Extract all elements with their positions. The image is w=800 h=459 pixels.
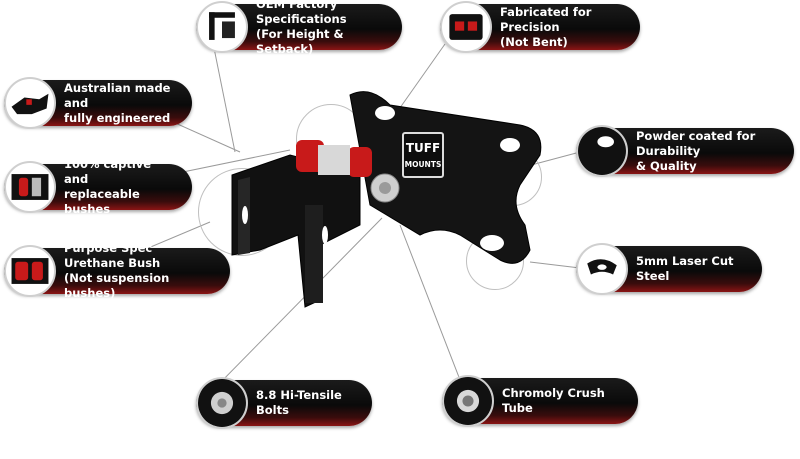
- urethane-bush-icon: [4, 245, 56, 297]
- feature-captive-label: 100% captive and replaceable bushes: [64, 157, 152, 216]
- feature-australian: Australian made and fully engineered: [4, 77, 192, 129]
- feature-oem-label: OEM Factory Specifications (For Height &…: [256, 0, 347, 56]
- bracket-corner-icon: [196, 1, 248, 53]
- feature-bolts: 8.8 Hi-Tensile Bolts: [196, 377, 372, 429]
- crush-tube-icon: [442, 375, 494, 427]
- feature-powder-label: Powder coated for Durability & Quality: [636, 128, 756, 173]
- feature-fabricated: Fabricated for Precision (Not Bent): [440, 1, 640, 53]
- feature-bolts-label: 8.8 Hi-Tensile Bolts: [256, 388, 342, 417]
- bolt-icon: [196, 377, 248, 429]
- feature-urethane: Purpose Spec Urethane Bush (Not suspensi…: [4, 241, 230, 300]
- feature-fabricated-label: Fabricated for Precision (Not Bent): [500, 4, 592, 49]
- feature-crush-label: Chromoly Crush Tube: [502, 386, 605, 415]
- feature-laser: 5mm Laser Cut Steel: [576, 243, 762, 295]
- feature-australian-label: Australian made and fully engineered: [64, 80, 171, 125]
- fabricated-bracket-icon: [440, 1, 492, 53]
- feature-urethane-label: Purpose Spec Urethane Bush (Not suspensi…: [64, 241, 170, 300]
- logo-line2: MOUNTS: [405, 160, 442, 169]
- feature-powder: Powder coated for Durability & Quality: [576, 125, 794, 177]
- feature-laser-label: 5mm Laser Cut Steel: [636, 254, 734, 283]
- engine-mount-icon: [4, 77, 56, 129]
- logo-line1: TUFF: [406, 141, 440, 155]
- feature-captive: 100% captive and replaceable bushes: [4, 157, 192, 216]
- laser-cut-steel-icon: [576, 243, 628, 295]
- feature-crush: Chromoly Crush Tube: [442, 375, 638, 427]
- powder-coat-icon: [576, 125, 628, 177]
- feature-oem: OEM Factory Specifications (For Height &…: [196, 0, 402, 56]
- bush-icon: [4, 161, 56, 213]
- engine-mount-illustration: TUFF MOUNTS: [231, 91, 542, 308]
